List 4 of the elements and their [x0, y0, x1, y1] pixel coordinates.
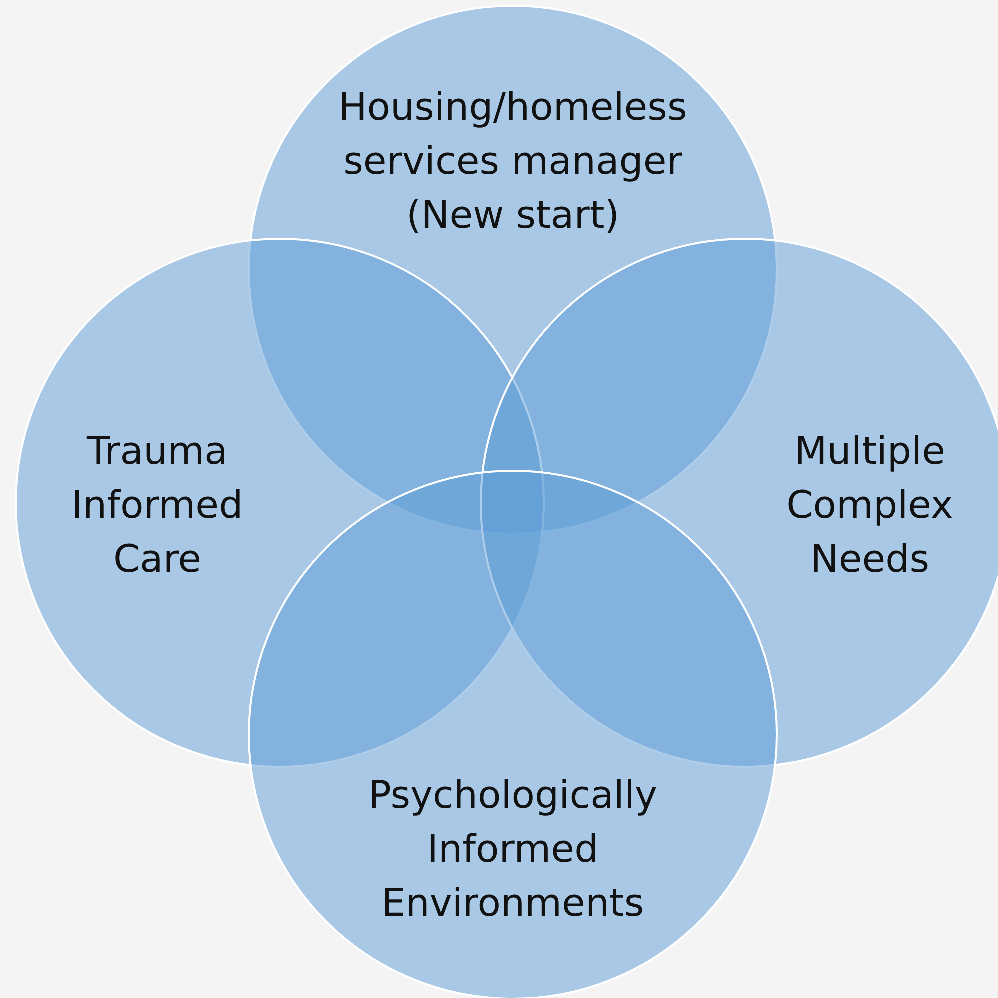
circle-label: Housing/homeless services manager (New start)	[338, 84, 688, 239]
circle-label: Trauma Informed Care	[70, 428, 244, 583]
circle-label: Multiple Complex Needs	[786, 428, 954, 583]
circle-label: Psychologically Informed Environments	[367, 772, 659, 927]
